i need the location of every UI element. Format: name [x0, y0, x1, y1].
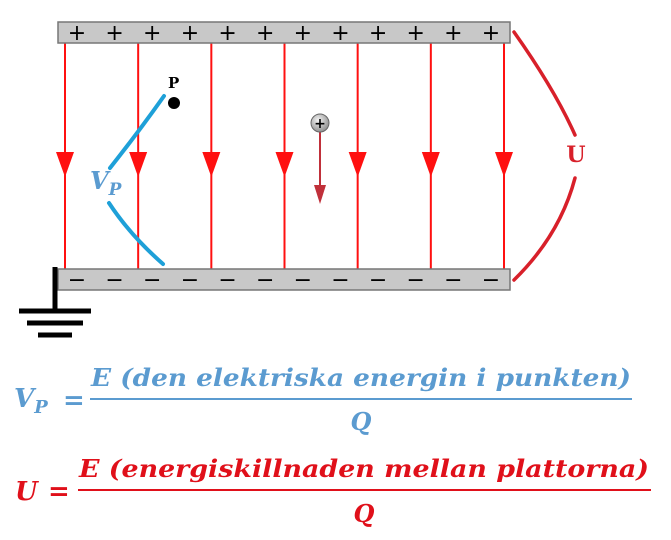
- ground-icon: [19, 267, 91, 338]
- plus-sign: +: [256, 21, 274, 46]
- arrowhead-icon: [56, 152, 74, 177]
- plus-sign: +: [181, 21, 199, 46]
- minus-sign: −: [218, 268, 236, 293]
- minus-sign: −: [181, 268, 199, 293]
- plus-sign: +: [444, 21, 462, 46]
- vp-bracket: [107, 94, 166, 266]
- field-line: [56, 43, 74, 269]
- field-line: [275, 43, 294, 269]
- test-charge-sign: +: [314, 116, 326, 132]
- minus-sign: −: [482, 268, 500, 293]
- formula-vp-denominator: Q: [351, 407, 372, 436]
- minus-sign: −: [105, 268, 123, 293]
- minus-sign: −: [256, 268, 274, 293]
- arrowhead-icon: [348, 152, 367, 177]
- formula-u-equals: =: [48, 477, 70, 507]
- plus-sign: +: [482, 21, 500, 46]
- minus-sign: −: [444, 268, 462, 293]
- plus-sign: +: [143, 21, 161, 46]
- field-line: [202, 43, 221, 269]
- formula-vp-lhs: VP: [14, 384, 48, 418]
- plus-sign: +: [407, 21, 425, 46]
- arrowhead-icon: [129, 152, 148, 177]
- plus-sign: +: [294, 21, 312, 46]
- formula-vp-equals: =: [63, 386, 85, 416]
- minus-sign: −: [331, 268, 349, 293]
- arrowhead-icon: [275, 152, 294, 177]
- plus-sign: +: [105, 21, 123, 46]
- positive-charges: + + + + + + + + + + + +: [68, 21, 500, 46]
- test-charge: +: [310, 113, 330, 204]
- positive-plate: [57, 21, 511, 44]
- plus-sign: +: [331, 21, 349, 46]
- formula-u: U = E (energiskillnaden mellan plattorna…: [15, 454, 651, 528]
- point-p-label: P: [168, 74, 179, 92]
- field-line: [348, 43, 367, 269]
- minus-sign: −: [407, 268, 425, 293]
- negative-charges: −−−−−−−−−−−−: [68, 268, 500, 293]
- field-lines: [56, 43, 513, 269]
- plus-sign: +: [68, 21, 86, 46]
- field-line: [421, 43, 440, 269]
- arrowhead-icon: [495, 152, 513, 177]
- field-line: [129, 43, 148, 269]
- formula-vp: VP = E (den elektriska energin i punkten…: [14, 363, 632, 436]
- minus-sign: −: [294, 268, 312, 293]
- formula-u-numerator: E (energiskillnaden mellan plattorna): [78, 454, 649, 483]
- minus-sign: −: [68, 268, 86, 293]
- arrowhead-icon: [202, 152, 221, 177]
- formula-u-denominator: Q: [354, 499, 375, 528]
- formula-vp-numerator: E (den elektriska energin i punkten): [90, 363, 631, 392]
- point-p: [168, 97, 180, 109]
- plus-sign: +: [218, 21, 236, 46]
- u-bracket: [512, 30, 577, 282]
- negative-plate: [57, 268, 511, 291]
- minus-sign: −: [369, 268, 387, 293]
- minus-sign: −: [143, 268, 161, 293]
- plus-sign: +: [369, 21, 387, 46]
- vp-label: VP: [90, 166, 123, 200]
- u-label: U: [566, 142, 585, 168]
- field-line: [495, 43, 513, 269]
- arrowhead-icon: [421, 152, 440, 177]
- formula-u-lhs: U: [15, 477, 39, 507]
